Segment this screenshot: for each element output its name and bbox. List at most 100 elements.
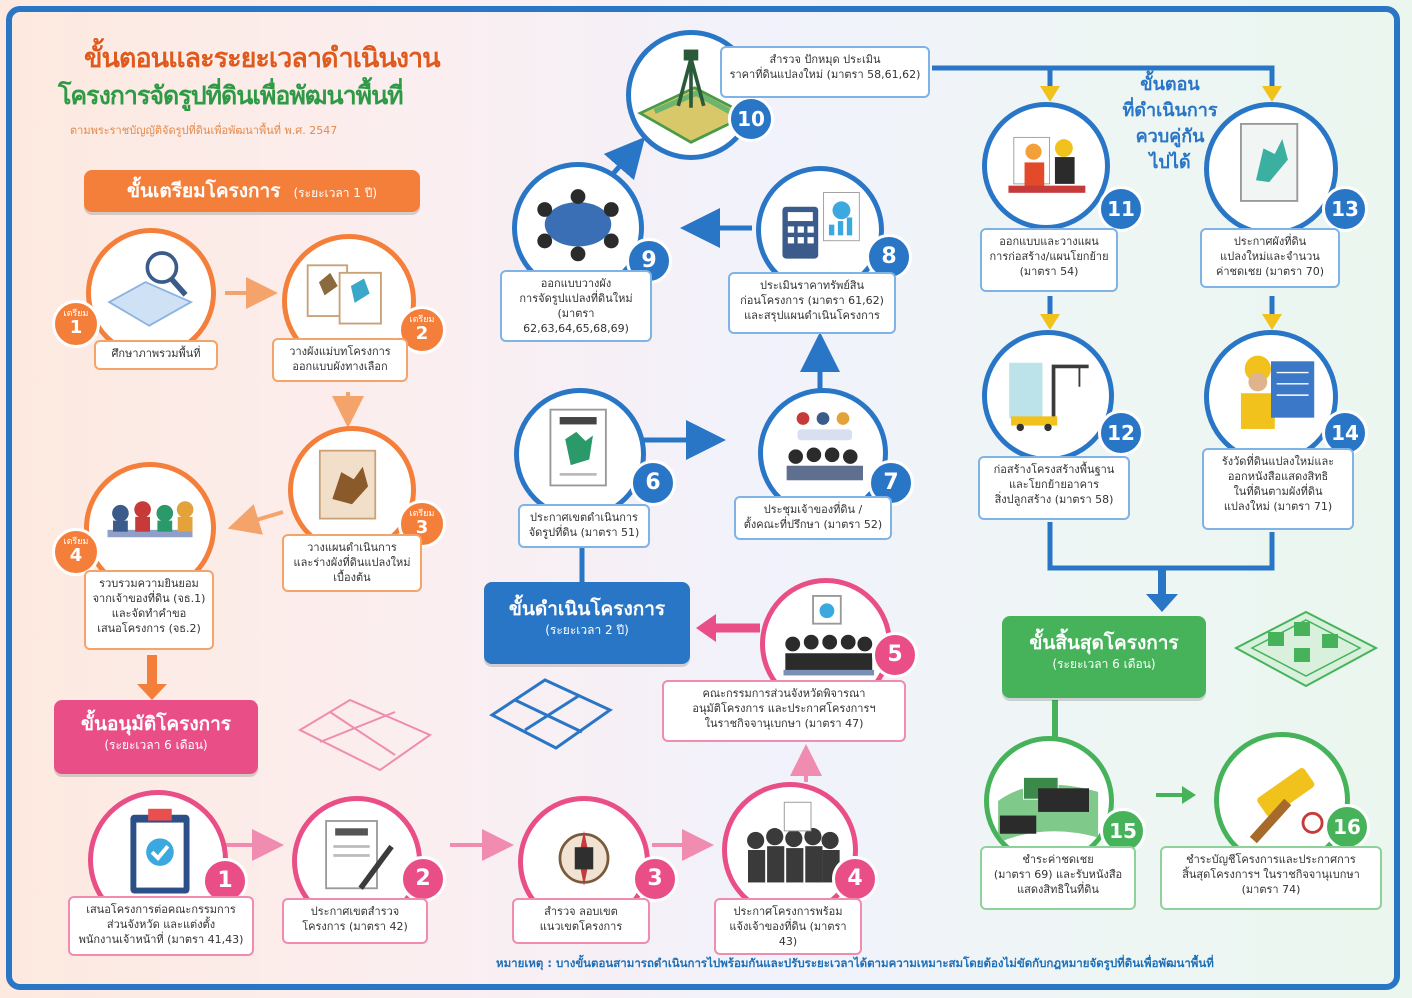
prep-step-1-circle — [86, 228, 216, 358]
label-line: รังวัดที่ดินแปลงใหม่และ — [1221, 455, 1335, 468]
operate-step-9-label: ออกแบบวางผังการจัดรูปแปลงที่ดินใหม่(มาตร… — [500, 270, 652, 342]
operate-step-11-number: 11 — [1098, 186, 1144, 232]
phase-prepare-banner: ขั้นเตรียมโครงการ (ระยะเวลา 1 ปี) — [84, 170, 420, 212]
decor-map-operate — [489, 678, 613, 750]
label-line: แปลงใหม่และจำนวน — [1220, 250, 1320, 263]
operate-step-12-number: 12 — [1098, 410, 1144, 456]
prep-tag-word: เตรียม — [63, 537, 89, 547]
label-line: (มาตรา 54) — [1019, 265, 1079, 278]
label-line: คณะกรรมการส่วนจังหวัดพิจารณา — [702, 687, 866, 700]
label-line: ประกาศเขตสำรวจ — [310, 905, 400, 918]
decor-map-approve — [297, 698, 433, 772]
label-line: การจัดรูปแปลงที่ดินใหม่ — [519, 292, 633, 305]
crowd-icon — [747, 801, 840, 883]
prep-tag-word: เตรียม — [409, 509, 435, 519]
phase-finish-banner: ขั้นสิ้นสุดโครงการ (ระยะเวลา 6 เดือน) — [1002, 616, 1206, 698]
finish-step-15-circle — [984, 736, 1114, 866]
phase-approve-banner: ขั้นอนุมัติโครงการ (ระยะเวลา 6 เดือน) — [54, 700, 258, 774]
announcement-pen-icon — [325, 820, 394, 890]
label-line: (มาตรา 69) และรับหนังสือ — [993, 868, 1123, 881]
label-line: ค่าชดเชย (มาตรา 70) — [1215, 265, 1325, 278]
prep-tag-number: 1 — [69, 317, 83, 338]
land-plan-icon — [1240, 122, 1299, 202]
approve-step-3-number: 3 — [632, 856, 678, 902]
phase-operate-title: ขั้นดำเนินโครงการ — [508, 598, 666, 620]
operate-step-6-label: ประกาศเขตดำเนินการจัดรูปที่ดิน (มาตรา 51… — [518, 504, 650, 548]
magnifier-map-icon — [107, 251, 194, 327]
label-line: ออกแบบและวางแผน — [999, 235, 1099, 248]
label-line: ประกาศโครงการพร้อม — [733, 905, 843, 918]
label-line: เบื้องต้น — [333, 571, 371, 584]
land-map-icon — [318, 449, 377, 520]
finish-step-15-label: ชำระค่าชดเชย(มาตรา 69) และรับหนังสือแสดง… — [980, 846, 1136, 910]
label-line: แนวเขตโครงการ — [539, 920, 623, 933]
announcement-doc-icon — [549, 408, 607, 487]
footnote: หมายเหตุ : บางขั้นตอนสามารถดำเนินการไปพร… — [496, 956, 1214, 970]
label-line: พนักงานเจ้าหน้าที่ (มาตรา 41,43) — [78, 933, 244, 946]
approve-step-4-circle — [722, 782, 858, 918]
label-line: รวบรวมความยินยอม — [99, 577, 199, 590]
phase-approve-duration: (ระยะเวลา 6 เดือน) — [104, 738, 208, 752]
phase-finish-title: ขั้นสิ้นสุดโครงการ — [1029, 632, 1179, 654]
prep-step-3-circle — [288, 426, 416, 554]
operate-step-12-label: ก่อสร้างโครงสร้างพื้นฐานและโยกย้ายอาคารส… — [978, 456, 1130, 520]
operate-step-14-circle — [1204, 330, 1338, 464]
prep-step-3-label: วางแผนดำเนินการและร่างผังที่ดินแปลงใหม่เ… — [282, 534, 422, 592]
approve-step-3-label: สำรวจ ลอบเขตแนวเขตโครงการ — [512, 898, 650, 944]
phase-operate-banner: ขั้นดำเนินโครงการ (ระยะเวลา 2 ปี) — [484, 582, 690, 664]
prep-tag-number: 2 — [415, 323, 429, 344]
prep-step-4-label: รวบรวมความยินยอมจากเจ้าของที่ดิน (จธ.1)แ… — [84, 570, 214, 650]
label-line: ราคาที่ดินแปลงใหม่ (มาตรา 58,61,62) — [729, 68, 921, 81]
label-line: อนุมัติโครงการ และประกาศโครงการฯ — [692, 702, 876, 715]
operate-step-7-label: ประชุมเจ้าของที่ดิน /ตั้งคณะที่ปรึกษา (ม… — [734, 496, 892, 540]
title-subtitle: ตามพระราชบัญญัติจัดรูปที่ดินเพื่อพัฒนาพื… — [70, 124, 338, 137]
approve-step-2-label: ประกาศเขตสำรวจโครงการ (มาตรา 42) — [282, 898, 428, 944]
parallel-note: ขั้นตอน ที่ดำเนินการ ควบคู่กัน ไปได้ — [1110, 72, 1230, 176]
houses-icon — [1233, 610, 1379, 688]
approve-step-5-label: คณะกรรมการส่วนจังหวัดพิจารณาอนุมัติโครงก… — [662, 680, 906, 742]
survey-tripod-icon — [637, 49, 751, 144]
label-line: แปลงใหม่ (มาตรา 71) — [1223, 500, 1333, 513]
round-table-icon — [537, 189, 619, 262]
label-line: ศึกษาภาพรวมพื้นที่ — [111, 347, 201, 360]
gavel-icon — [1249, 768, 1324, 844]
prep-step-2-label: วางผังแม่บทโครงการออกแบบผังทางเลือก — [272, 338, 408, 382]
label-line: สำรวจ ลอบเขต — [544, 905, 618, 918]
parallel-note-line: ไปได้ — [1149, 152, 1191, 173]
operate-step-6-circle — [514, 388, 646, 520]
operate-step-10-label: สำรวจ ปักหมุด ประเมินราคาที่ดินแปลงใหม่ … — [720, 46, 930, 98]
phase-prepare-duration: (ระยะเวลา 1 ปี) — [293, 186, 378, 200]
approve-step-5-number: 5 — [872, 632, 918, 678]
operate-step-11-circle — [982, 102, 1110, 230]
label-line: จากเจ้าของที่ดิน (จธ.1) — [92, 592, 206, 605]
label-line: ก่อนโครงการ (มาตรา 61,62) — [740, 294, 884, 307]
label-line: ในที่ดินตามผังที่ดิน — [1233, 485, 1323, 498]
label-line: เสนอโครงการ (จธ.2) — [97, 622, 201, 635]
label-line: โครงการ (มาตรา 42) — [302, 920, 408, 933]
parallel-note-line: ควบคู่กัน — [1135, 126, 1205, 147]
prep-tag-word: เตรียม — [409, 315, 435, 325]
phase-finish-duration: (ระยะเวลา 6 เดือน) — [1052, 657, 1156, 671]
label-line: ประกาศผังที่ดิน — [1233, 235, 1307, 248]
survey-compass-icon — [558, 830, 610, 887]
approve-step-4-number: 4 — [832, 856, 878, 902]
operate-step-10-number: 10 — [728, 96, 774, 142]
label-line: ประเมินราคาทรัพย์สิน — [759, 279, 865, 292]
site-plan-icon — [306, 264, 382, 325]
operate-step-11-label: ออกแบบและวางแผนการก่อสร้าง/แผนโยกย้าย(มา… — [980, 228, 1118, 292]
approve-step-2-number: 2 — [400, 856, 446, 902]
approve-step-4-label: ประกาศโครงการพร้อมแจ้งเจ้าของที่ดิน (มาต… — [714, 898, 862, 955]
label-line: สิ้นสุดโครงการฯ ในราชกิจจานุเบกษา — [1182, 868, 1360, 881]
label-line: ประชุมเจ้าของที่ดิน / — [763, 503, 863, 516]
label-line: ส่วนจังหวัด และแต่งตั้ง — [106, 918, 216, 931]
label-line: แสดงสิทธิในที่ดิน — [1017, 883, 1099, 896]
label-line: และร่างผังที่ดินแปลงใหม่ — [293, 556, 411, 569]
clipboard-check-icon — [130, 808, 190, 894]
label-line: เสนอโครงการต่อคณะกรรมการ — [86, 903, 236, 916]
label-line: จัดรูปที่ดิน (มาตรา 51) — [528, 526, 640, 539]
worker-blueprint-icon — [1240, 355, 1315, 429]
label-line: สิ่งปลูกสร้าง (มาตรา 58) — [994, 493, 1114, 506]
prep-step-1-label: ศึกษาภาพรวมพื้นที่ — [94, 340, 218, 370]
